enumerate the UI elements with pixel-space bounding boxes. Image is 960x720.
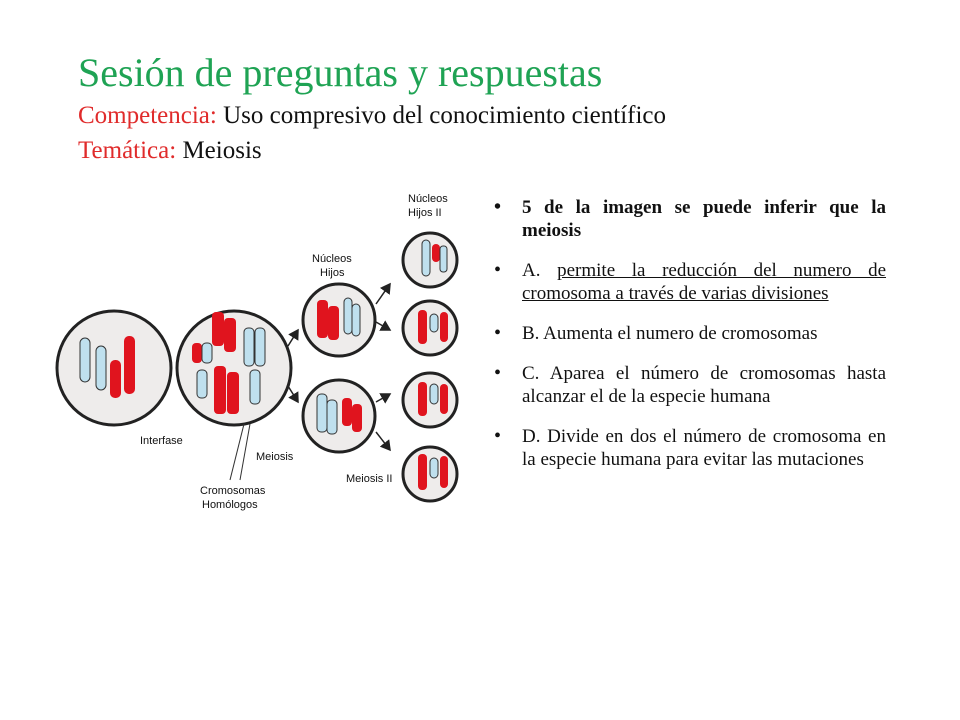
- option-d-text: Divide en dos el número de cromosoma en …: [522, 426, 886, 470]
- interphase-cell: [55, 309, 173, 427]
- granddaughter-cell-3: [401, 371, 459, 429]
- daughter-cell-2: [301, 378, 377, 454]
- option-b[interactable]: B. Aumenta el numero de cromosomas: [490, 322, 886, 345]
- daughter-nuclei-ii-label-1: Núcleos: [408, 193, 448, 205]
- option-b-text: Aumenta el numero de cromosomas: [543, 323, 818, 344]
- meiosis-ii-label: Meiosis II: [346, 473, 392, 485]
- question-stem: 5 de la imagen se puede inferir que la m…: [490, 196, 886, 242]
- daughter-nuclei-ii-label-2: Hijos II: [408, 207, 442, 219]
- meiosis-label: Meiosis: [256, 451, 294, 463]
- competence-value: Uso compresivo del conocimiento científi…: [223, 102, 667, 129]
- interphase-label: Interfase: [140, 435, 183, 447]
- option-a[interactable]: A. permite la reducción del numero de cr…: [490, 259, 886, 305]
- option-c[interactable]: C. Aparea el número de cromosomas hasta …: [490, 362, 886, 408]
- homologous-label-1: Cromosomas: [200, 485, 266, 497]
- option-a-text: permite la reducción del numero de cromo…: [522, 260, 887, 304]
- option-b-letter: B.: [522, 323, 540, 344]
- topic-value: Meiosis: [182, 137, 262, 164]
- option-c-letter: C.: [522, 363, 540, 384]
- granddaughter-cell-1: [401, 231, 459, 289]
- meiosis-cell: [175, 309, 293, 427]
- option-c-text: Aparea el número de cromosomas hasta alc…: [522, 363, 886, 407]
- option-d-letter: D.: [522, 426, 541, 447]
- option-d[interactable]: D. Divide en dos el número de cromosoma …: [490, 425, 886, 471]
- granddaughter-cell-2: [401, 299, 459, 357]
- daughter-nuclei-label-2: Hijos: [320, 267, 345, 279]
- daughter-cell-1: [301, 282, 377, 358]
- question-list: 5 de la imagen se puede inferir que la m…: [490, 196, 886, 488]
- meiosis-diagram: Interfase Meiosis Cromosomas Homólogos N…: [55, 193, 459, 511]
- granddaughter-cell-4: [401, 445, 459, 503]
- topic-label: Temática:: [78, 137, 177, 164]
- topic-line: Temática: Meiosis: [78, 136, 262, 166]
- competence-line: Competencia: Uso compresivo del conocimi…: [78, 101, 666, 131]
- homologous-label-2: Homólogos: [202, 499, 258, 511]
- option-a-letter: A.: [522, 260, 541, 281]
- daughter-nuclei-label-1: Núcleos: [312, 253, 352, 265]
- question-stem-text: 5 de la imagen se puede inferir que la m…: [522, 197, 886, 241]
- page-title: Sesión de preguntas y respuestas: [78, 50, 603, 95]
- competence-label: Competencia:: [78, 102, 217, 129]
